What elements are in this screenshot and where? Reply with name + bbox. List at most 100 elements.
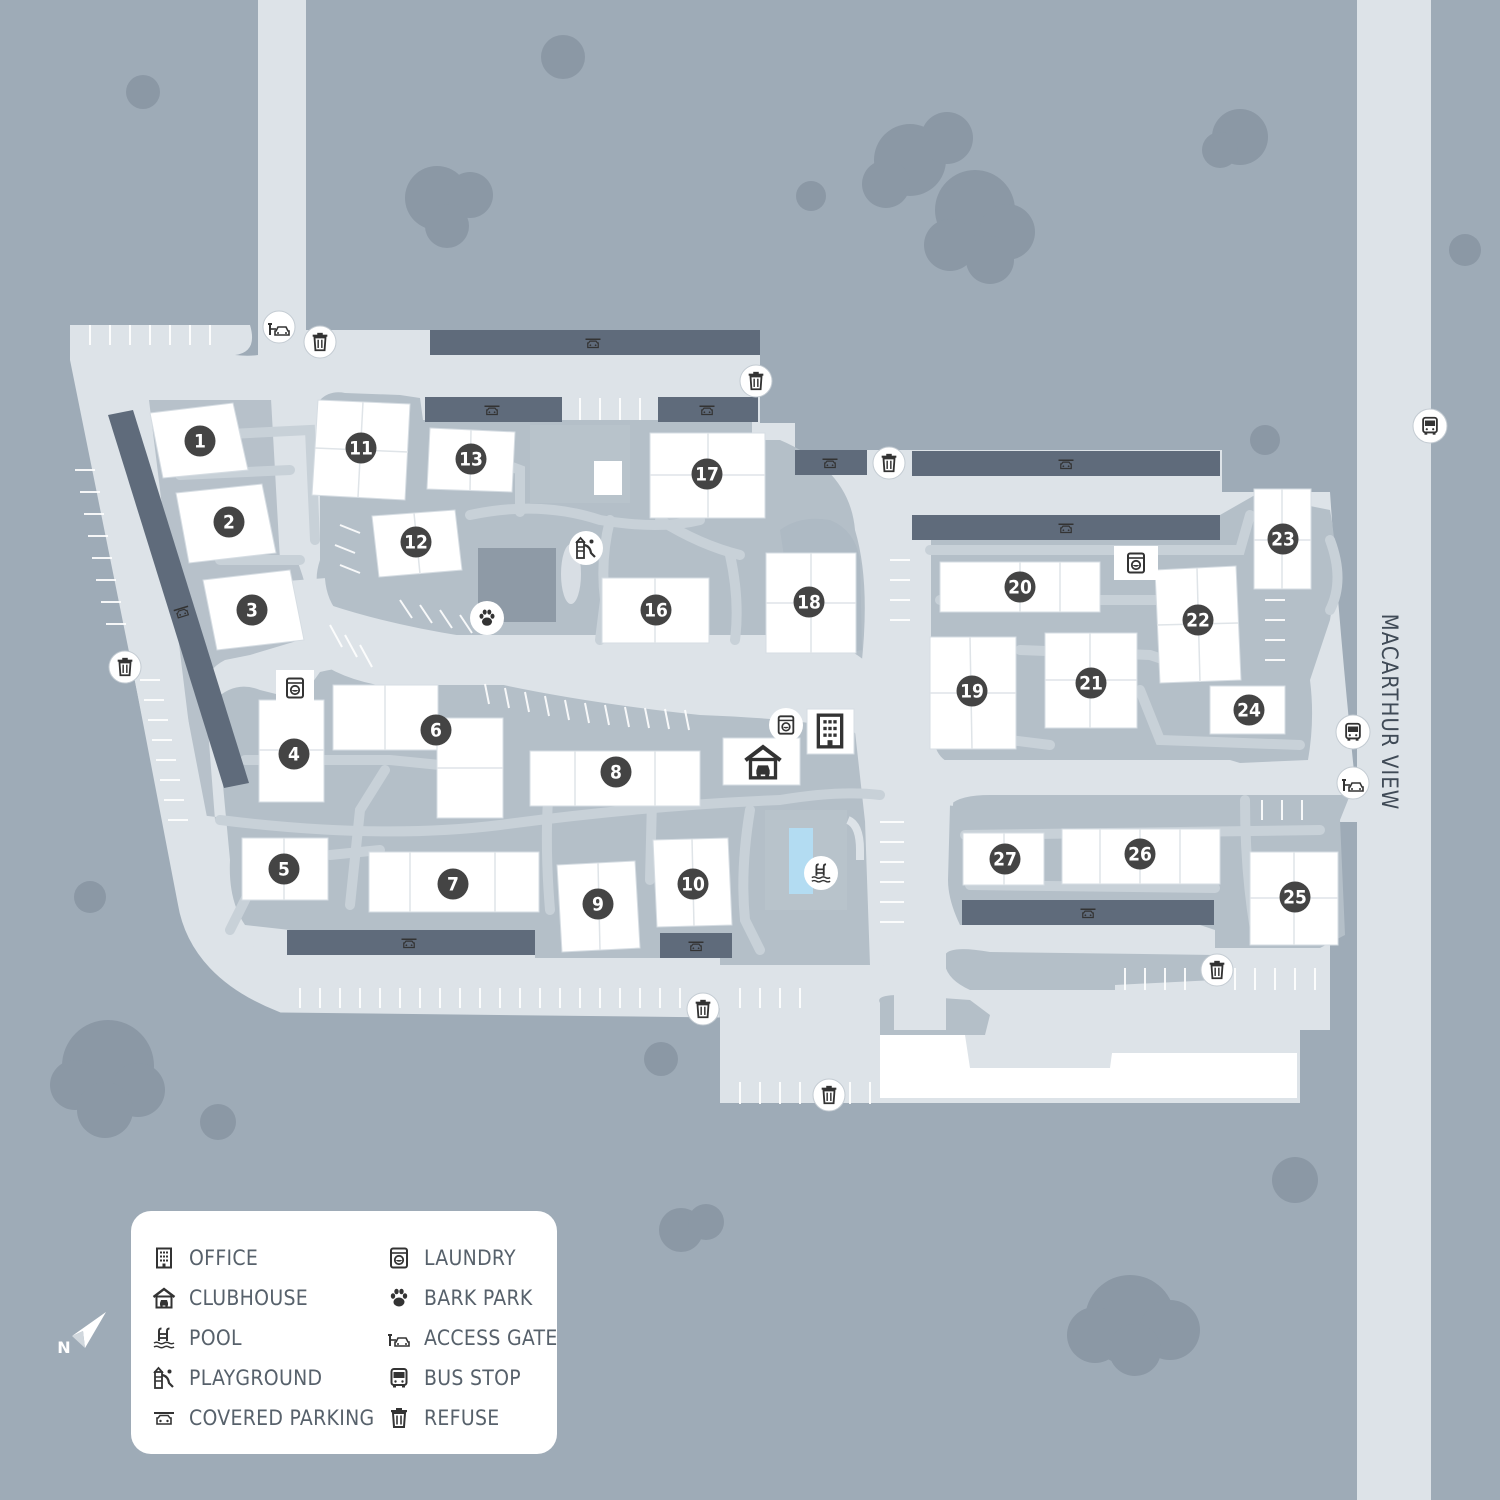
building-number: 12 bbox=[404, 532, 428, 554]
building-marker-circle bbox=[793, 586, 825, 618]
building-number: 21 bbox=[1079, 673, 1103, 695]
building-marker: 18 bbox=[793, 586, 825, 618]
building-number: 25 bbox=[1283, 887, 1307, 909]
building-marker-circle bbox=[236, 594, 268, 626]
building-number: 19 bbox=[960, 681, 984, 703]
building-number: 3 bbox=[246, 600, 258, 622]
building-marker: 4 bbox=[278, 738, 310, 770]
covered-parking-icon bbox=[151, 1405, 177, 1431]
pool-icon bbox=[804, 856, 838, 890]
building-number: 26 bbox=[1128, 844, 1152, 866]
building-number: 8 bbox=[610, 762, 622, 784]
building-marker-circle bbox=[268, 853, 300, 885]
building-marker: 17 bbox=[691, 458, 723, 490]
carports bbox=[108, 330, 1220, 958]
building-marker: 19 bbox=[956, 675, 988, 707]
access-gate-icon bbox=[262, 310, 1370, 800]
legend-label: OFFICE bbox=[189, 1246, 259, 1270]
building-marker-circle bbox=[989, 843, 1021, 875]
legend-item-bark-park: BARK PARK bbox=[386, 1278, 558, 1318]
playground-icon bbox=[569, 531, 603, 565]
building-markers: 1234567891011121316171819202122232425262… bbox=[184, 425, 1311, 920]
building-marker: 27 bbox=[989, 843, 1021, 875]
building-number: 9 bbox=[592, 894, 604, 916]
building-marker-circle bbox=[1004, 571, 1036, 603]
building-number: 24 bbox=[1237, 700, 1261, 722]
building-marker-circle bbox=[1279, 881, 1311, 913]
building-marker: 25 bbox=[1279, 881, 1311, 913]
building-marker-circle bbox=[455, 443, 487, 475]
building-marker-circle bbox=[640, 594, 672, 626]
legend-label: PLAYGROUND bbox=[189, 1366, 323, 1390]
map-legend: OFFICE CLUBHOUSE POOL PLAYGROUND COVERED… bbox=[131, 1211, 557, 1454]
paw-icon bbox=[470, 601, 504, 635]
building-marker: 21 bbox=[1075, 667, 1107, 699]
building-marker: 12 bbox=[400, 526, 432, 558]
building-marker-circle bbox=[677, 868, 709, 900]
building-marker: 8 bbox=[600, 756, 632, 788]
building-number: 27 bbox=[993, 849, 1017, 871]
street-label: MACARTHUR VIEW bbox=[1376, 614, 1401, 811]
building-number: 4 bbox=[288, 744, 300, 766]
building-number: 10 bbox=[681, 874, 705, 896]
building-marker: 6 bbox=[420, 714, 452, 746]
legend-column-right: LAUNDRY BARK PARK ACCESS GATE BUS STOP R… bbox=[386, 1238, 558, 1438]
driveways bbox=[77, 360, 959, 1030]
pool-icon bbox=[151, 1325, 177, 1351]
parking-stalls bbox=[75, 325, 1316, 1104]
building-marker-circle bbox=[1233, 694, 1265, 726]
legend-label: BUS STOP bbox=[424, 1366, 521, 1390]
building-marker-circle bbox=[1124, 838, 1156, 870]
building-number: 23 bbox=[1271, 529, 1295, 551]
legend-label: LAUNDRY bbox=[424, 1246, 516, 1270]
clubhouse-icon bbox=[151, 1285, 177, 1311]
bus-icon bbox=[386, 1365, 412, 1391]
legend-label: COVERED PARKING bbox=[189, 1406, 375, 1430]
playground-icon bbox=[151, 1365, 177, 1391]
laundry-icon bbox=[276, 546, 1158, 742]
building-marker-circle bbox=[184, 425, 216, 457]
building-marker: 7 bbox=[437, 868, 469, 900]
legend-label: CLUBHOUSE bbox=[189, 1286, 309, 1310]
legend-item-covered-parking: COVERED PARKING bbox=[151, 1398, 374, 1438]
legend-label: ACCESS GATE bbox=[424, 1326, 558, 1350]
legend-item-office: OFFICE bbox=[151, 1238, 374, 1278]
building-number: 1 bbox=[194, 431, 206, 453]
building-marker: 10 bbox=[677, 868, 709, 900]
compass: N bbox=[57, 1312, 106, 1357]
legend-label: BARK PARK bbox=[424, 1286, 533, 1310]
building-marker: 9 bbox=[582, 888, 614, 920]
legend-item-playground: PLAYGROUND bbox=[151, 1358, 374, 1398]
map-amenity-icons bbox=[108, 310, 1448, 1112]
legend-item-access-gate: ACCESS GATE bbox=[386, 1318, 558, 1358]
building-marker: 1 bbox=[184, 425, 216, 457]
building-marker: 24 bbox=[1233, 694, 1265, 726]
compass-label: N bbox=[57, 1338, 70, 1357]
building-marker-circle bbox=[278, 738, 310, 770]
building-marker-circle bbox=[400, 526, 432, 558]
building-number: 13 bbox=[459, 449, 483, 471]
building-marker: 2 bbox=[213, 506, 245, 538]
building-marker-circle bbox=[1267, 523, 1299, 555]
building-marker-circle bbox=[437, 868, 469, 900]
laundry-icon bbox=[386, 1245, 412, 1271]
building-marker: 5 bbox=[268, 853, 300, 885]
building-marker-circle bbox=[691, 458, 723, 490]
building-number: 2 bbox=[223, 512, 235, 534]
building-marker: 22 bbox=[1182, 604, 1214, 636]
building-marker: 16 bbox=[640, 594, 672, 626]
building-marker-circle bbox=[420, 714, 452, 746]
building-number: 16 bbox=[644, 600, 668, 622]
legend-item-bus-stop: BUS STOP bbox=[386, 1358, 558, 1398]
trash-icon bbox=[108, 325, 1234, 1112]
building-marker-circle bbox=[345, 432, 377, 464]
legend-label: POOL bbox=[189, 1326, 242, 1350]
macarthur-view-road bbox=[1357, 0, 1431, 1500]
office-icon bbox=[151, 1245, 177, 1271]
building-number: 6 bbox=[430, 720, 442, 742]
building-marker-circle bbox=[213, 506, 245, 538]
building-marker-circle bbox=[1182, 604, 1214, 636]
building-marker-circle bbox=[582, 888, 614, 920]
legend-item-clubhouse: CLUBHOUSE bbox=[151, 1278, 374, 1318]
north-arrow-icon bbox=[72, 1312, 106, 1348]
